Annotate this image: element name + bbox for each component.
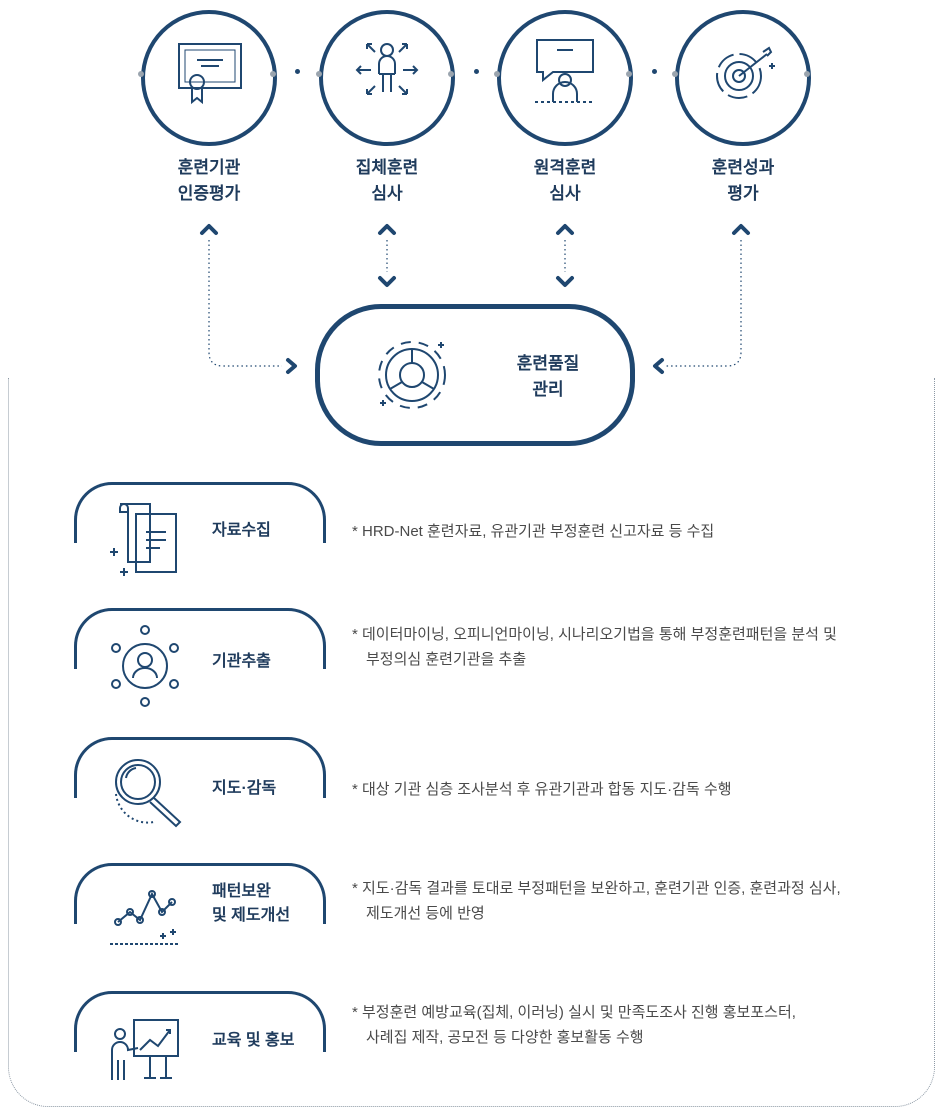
connector-lines	[200, 224, 750, 374]
certificate-icon	[178, 43, 242, 105]
chevron-up-icon	[200, 224, 218, 235]
row-title-3: 지도·감독	[212, 780, 277, 797]
online-screen-person-icon	[535, 39, 595, 103]
chevron-left-icon	[653, 358, 664, 374]
row-desc-2-line2: 부정의심 훈련기관을 추출	[366, 651, 527, 668]
row-desc-5-line2: 사례집 제작, 공모전 등 다양한 홍보활동 수행	[366, 1029, 644, 1046]
chevron-up-icon	[556, 224, 574, 235]
row-tab-4	[74, 863, 326, 924]
presentation-icon	[111, 1019, 179, 1080]
row-desc-4-line2: 제도개선 등에 반영	[366, 905, 485, 922]
cycle-chart-icon	[378, 341, 446, 409]
row-tab-2	[74, 608, 326, 669]
step-label-3-line1: 원격훈련	[533, 158, 597, 177]
row-desc-1: * HRD-Net 훈련자료, 유관기관 부정훈련 신고자료 등 수집	[352, 519, 714, 544]
chevron-up-icon	[378, 224, 396, 235]
row-title-4-line1: 패턴보완	[212, 883, 271, 900]
step-circle-4	[672, 10, 811, 146]
center-label-line1: 훈련품질	[516, 354, 580, 373]
step-label-1-line2: 인증평가	[177, 184, 241, 203]
row-tab-5	[74, 991, 326, 1052]
documents-icon	[110, 503, 177, 576]
row-desc-2-line1: * 데이터마이닝, 오피니언마이닝, 시나리오기법을 통해 부정훈련패턴을 분석…	[352, 626, 837, 643]
row-title-4: 패턴보완 및 제도개선	[212, 880, 290, 928]
center-label: 훈련품질 관리	[488, 351, 608, 403]
step-circle-3	[494, 10, 633, 146]
chevron-right-icon	[286, 358, 297, 374]
row-desc-5-line1: * 부정훈련 예방교육(집체, 이러닝) 실시 및 만족도조사 진행 홍보포스터…	[352, 1004, 796, 1021]
step-label-2: 집체훈련 심사	[307, 155, 467, 207]
step-label-4-line1: 훈련성과	[711, 158, 775, 177]
row-title-1: 자료수집	[212, 522, 271, 539]
row-desc-4-line1: * 지도·감독 결과를 토대로 부정패턴을 보완하고, 훈련기관 인증, 훈련과…	[352, 880, 841, 897]
step-label-4-line2: 평가	[727, 184, 759, 203]
row-desc-4: * 지도·감독 결과를 토대로 부정패턴을 보완하고, 훈련기관 인증, 훈련과…	[352, 876, 841, 926]
magnifier-icon	[115, 759, 182, 828]
chevron-down-icon	[556, 276, 574, 287]
chevron-up-icon	[732, 224, 750, 235]
row-desc-1-line1: * HRD-Net 훈련자료, 유관기관 부정훈련 신고자료 등 수집	[352, 523, 715, 540]
step-label-1: 훈련기관 인증평가	[129, 155, 289, 207]
step-label-3: 원격훈련 심사	[485, 155, 645, 207]
target-arrow-icon	[716, 46, 775, 99]
step-circle-2	[316, 10, 455, 146]
step-label-1-line1: 훈련기관	[177, 158, 241, 177]
row-title-5: 교육 및 홍보	[212, 1032, 295, 1049]
row-tab-1	[74, 482, 326, 543]
step-label-3-line2: 심사	[549, 184, 581, 203]
trend-line-icon	[110, 890, 178, 945]
row-desc-2: * 데이터마이닝, 오피니언마이닝, 시나리오기법을 통해 부정훈련패턴을 분석…	[352, 622, 837, 672]
step-label-2-line1: 집체훈련	[355, 158, 419, 177]
row-desc-3-line1: * 대상 기관 심층 조사분석 후 유관기관과 합동 지도·감독 수행	[352, 781, 732, 798]
row-title-2: 기관추출	[212, 653, 271, 670]
row-tab-3	[74, 737, 326, 798]
step-circle-1	[138, 10, 277, 146]
step-label-4: 훈련성과 평가	[663, 155, 823, 207]
row-desc-5: * 부정훈련 예방교육(집체, 이러닝) 실시 및 만족도조사 진행 홍보포스터…	[352, 1000, 796, 1050]
chevron-down-icon	[378, 276, 396, 287]
step-label-2-line2: 심사	[371, 184, 403, 203]
network-person-icon	[111, 625, 179, 707]
row-desc-3: * 대상 기관 심층 조사분석 후 유관기관과 합동 지도·감독 수행	[352, 777, 732, 802]
process-container	[8, 378, 935, 1107]
person-arrows-icon	[355, 43, 419, 95]
center-pill: 훈련품질 관리	[315, 304, 635, 446]
center-label-line2: 관리	[532, 380, 564, 399]
row-title-4-line2: 및 제도개선	[212, 907, 291, 924]
